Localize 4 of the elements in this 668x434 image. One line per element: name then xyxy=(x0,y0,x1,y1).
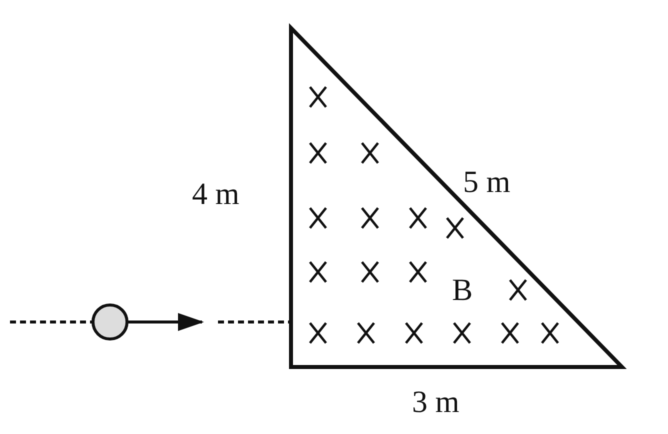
field-symbol: B xyxy=(452,274,473,305)
dimension-label: 3 m xyxy=(412,386,460,417)
dimension-label: 5 m xyxy=(463,166,510,197)
dimension-label: 4 m xyxy=(192,178,240,209)
